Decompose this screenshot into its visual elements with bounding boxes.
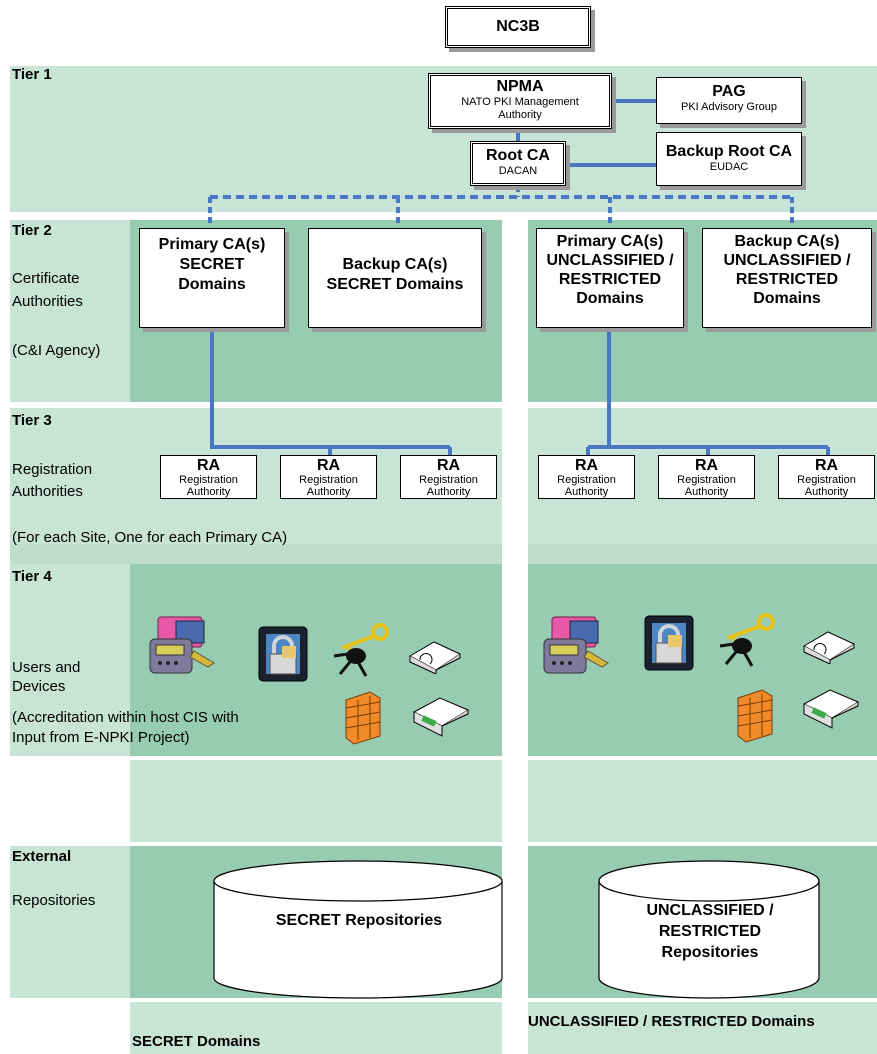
padlock-icon: [258, 626, 308, 682]
pag-subtitle: PKI Advisory Group: [681, 101, 777, 113]
network-switch-icon: [412, 697, 470, 737]
tier4-label-band: [10, 564, 130, 756]
nc3b-title: NC3B: [496, 18, 540, 35]
ra-subtitle: Registration Authority: [419, 474, 478, 498]
secret-backup-ca-box: Backup CA(s) SECRET Domains: [308, 228, 482, 328]
network-switch-icon: [802, 689, 860, 729]
smartcard-reader-icon: [149, 616, 215, 674]
ra-title: RA: [694, 457, 719, 474]
tier4-desc-line1: Users and: [12, 659, 81, 676]
footer-secret-band: [130, 1002, 502, 1054]
root-ca-title: Root CA: [486, 147, 550, 164]
ra-title: RA: [574, 457, 599, 474]
tier3-label: Tier 3: [12, 412, 52, 429]
firewall-icon: [737, 689, 773, 743]
firewall-icon: [345, 691, 381, 745]
backup-root-ca-subtitle: EUDAC: [709, 161, 749, 173]
tier4-desc-line4: Input from E-NPKI Project): [12, 729, 190, 746]
secret-repository-cylinder: [213, 860, 503, 999]
tier2-label: Tier 2: [12, 222, 52, 239]
nc3b-box: NC3B: [445, 6, 591, 48]
tier2-desc-line1: Certificate: [12, 270, 80, 287]
ra-box-secret-3: RA Registration Authority: [400, 455, 497, 499]
tier4-label: Tier 4: [12, 568, 52, 585]
external-desc: Repositories: [12, 892, 96, 909]
spacer-secret-band: [130, 760, 502, 842]
unclass-repository-label: UNCLASSIFIED / RESTRICTED Repositories: [646, 902, 774, 961]
drive-icon: [408, 641, 462, 674]
ra-title: RA: [436, 457, 461, 474]
key-person-icon: [333, 623, 389, 677]
ra-title: RA: [814, 457, 839, 474]
backup-root-ca-box: Backup Root CA EUDAC: [656, 132, 802, 186]
tier3-desc-line2: Authorities: [12, 483, 83, 500]
root-ca-box: Root CA DACAN: [470, 141, 566, 186]
unclass-primary-ca-text: Primary CA(s) UNCLASSIFIED / RESTRICTED …: [546, 233, 674, 307]
ra-title: RA: [316, 457, 341, 474]
smartcard-reader-icon: [543, 616, 609, 674]
secret-primary-ca-box: Primary CA(s) SECRET Domains: [139, 228, 285, 328]
ra-box-unclass-3: RA Registration Authority: [778, 455, 875, 499]
backup-root-ca-title: Backup Root CA: [665, 143, 793, 160]
spacer-unclass-band: [528, 760, 877, 842]
padlock-icon: [644, 615, 694, 671]
unclass-primary-ca-box: Primary CA(s) UNCLASSIFIED / RESTRICTED …: [536, 228, 684, 328]
tier2-desc-line2: Authorities: [12, 293, 83, 310]
secret-backup-ca-text: Backup CA(s) SECRET Domains: [326, 256, 464, 293]
ra-box-unclass-2: RA Registration Authority: [658, 455, 755, 499]
drive-icon: [802, 631, 856, 664]
external-label: External: [12, 848, 72, 865]
tier3-desc-line3: (For each Site, One for each Primary CA): [12, 529, 288, 546]
ra-subtitle: Registration Authority: [557, 474, 616, 498]
footer-unclass-band: [528, 1002, 877, 1054]
unclass-backup-ca-box: Backup CA(s) UNCLASSIFIED / RESTRICTED D…: [702, 228, 872, 328]
footer-secret-domains: SECRET Domains: [132, 1033, 261, 1050]
tier2-label-band: [10, 220, 130, 402]
footer-unclass-domains: UNCLASSIFIED / RESTRICTED Domains: [528, 1013, 815, 1030]
tier3-gap-left: [10, 544, 502, 564]
ra-subtitle: Registration Authority: [797, 474, 856, 498]
tier4-desc-line3: (Accreditation within host CIS with: [12, 709, 239, 726]
external-label-band: [10, 846, 130, 998]
secret-primary-ca-text: Primary CA(s) SECRET Domains: [158, 236, 266, 293]
unclass-repository-cylinder: [598, 860, 820, 999]
tier3-desc-line1: Registration: [12, 461, 93, 478]
npma-subtitle: NATO PKI Management Authority: [461, 96, 579, 121]
tier2-desc-line3: (C&I Agency): [12, 342, 101, 359]
ra-title: RA: [196, 457, 221, 474]
pag-box: PAG PKI Advisory Group: [656, 77, 802, 124]
npma-title: NPMA: [496, 78, 544, 95]
tier3-gap-right: [528, 544, 877, 564]
root-ca-subtitle: DACAN: [498, 165, 538, 177]
ra-subtitle: Registration Authority: [677, 474, 736, 498]
unclass-backup-ca-text: Backup CA(s) UNCLASSIFIED / RESTRICTED D…: [723, 233, 851, 307]
pag-title: PAG: [712, 83, 746, 100]
ra-subtitle: Registration Authority: [299, 474, 358, 498]
ra-box-secret-2: RA Registration Authority: [280, 455, 377, 499]
key-person-icon: [719, 613, 775, 667]
ra-subtitle: Registration Authority: [179, 474, 238, 498]
ra-box-secret-1: RA Registration Authority: [160, 455, 257, 499]
tier1-label: Tier 1: [12, 66, 52, 83]
secret-repository-label: SECRET Repositories: [275, 912, 443, 929]
tier4-desc-line2: Devices: [12, 678, 66, 695]
ra-box-unclass-1: RA Registration Authority: [538, 455, 635, 499]
npma-box: NPMA NATO PKI Management Authority: [428, 73, 612, 129]
